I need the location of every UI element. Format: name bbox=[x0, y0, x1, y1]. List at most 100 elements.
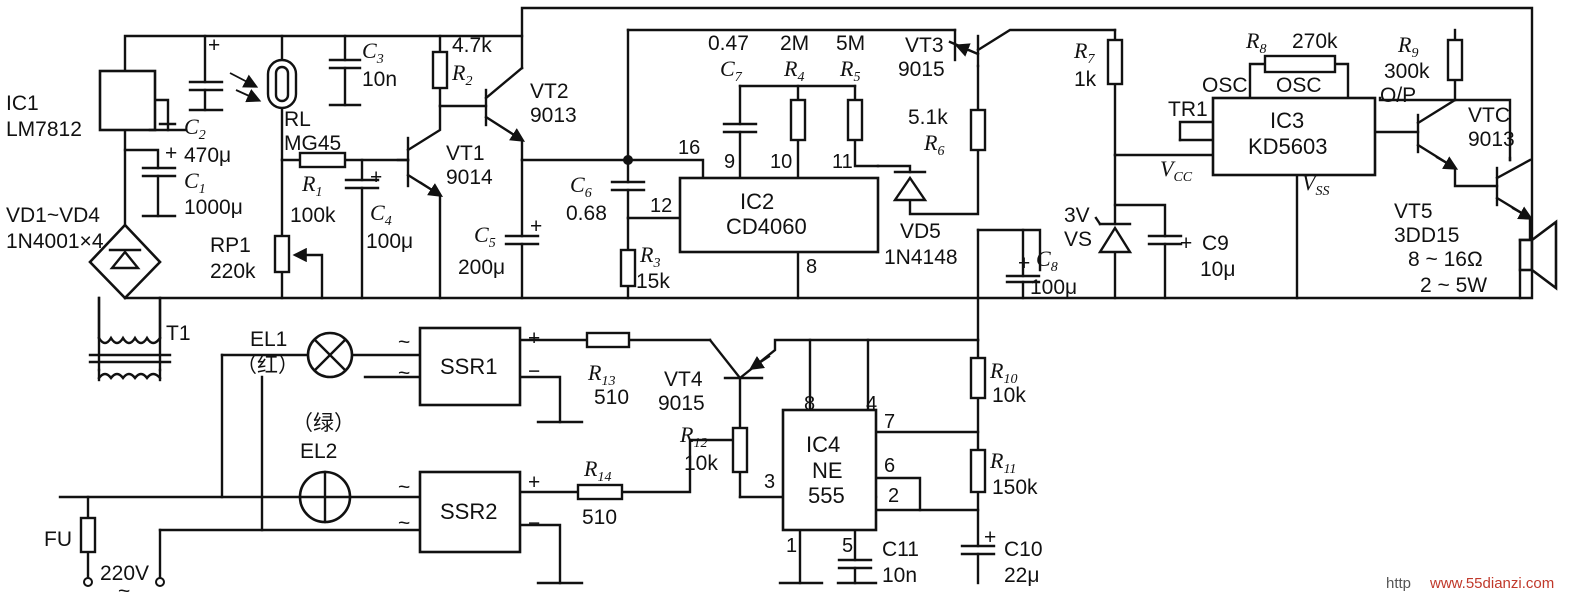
r8-val: 270k bbox=[1292, 30, 1338, 53]
r11-val: 150k bbox=[992, 476, 1038, 499]
c5-val: 200μ bbox=[458, 256, 505, 279]
c1-capacitor bbox=[141, 166, 177, 218]
c4-ref: C4 bbox=[370, 200, 392, 229]
r3-val: 15k bbox=[636, 270, 670, 293]
c8-val: 100μ bbox=[1030, 276, 1077, 299]
vs-val: 3V bbox=[1064, 204, 1090, 227]
c1-val2: 1000μ bbox=[184, 196, 243, 219]
ic4-part: NE bbox=[812, 458, 843, 483]
ground-symbols bbox=[148, 128, 878, 585]
ic2-ref: IC2 bbox=[740, 189, 774, 214]
r2-ref: R2 bbox=[451, 60, 472, 89]
speaker-pow: 2 ~ 5W bbox=[1420, 274, 1487, 297]
r7-val: 1k bbox=[1074, 68, 1097, 91]
c5-ref: C5 bbox=[474, 222, 496, 251]
c8-capacitor bbox=[1005, 274, 1041, 284]
el2-lamp bbox=[298, 470, 352, 524]
ssr1-ref: SSR1 bbox=[440, 354, 497, 379]
vt3-part: 9015 bbox=[898, 58, 945, 81]
ic4-pin4: 4 bbox=[866, 393, 877, 415]
c2-plus: + bbox=[208, 34, 220, 57]
vt5-part: 3DD15 bbox=[1394, 224, 1459, 247]
c11-ref: C11 bbox=[882, 538, 919, 561]
rl-photoresistor bbox=[229, 58, 298, 110]
ic4-pin8: 8 bbox=[804, 393, 815, 415]
ic4-pin1: 1 bbox=[786, 535, 797, 557]
c5-plus: + bbox=[530, 215, 542, 238]
c9-ref: C9 bbox=[1202, 232, 1229, 255]
el1-lamp bbox=[306, 331, 354, 379]
r13-resistor bbox=[585, 331, 631, 349]
vd5-ref: VD5 bbox=[900, 220, 941, 243]
c8-ref: C8 bbox=[1036, 246, 1058, 275]
r4-ref: R4 bbox=[783, 56, 804, 85]
r2-val: 4.7k bbox=[452, 34, 492, 57]
r9-val: 300k bbox=[1384, 60, 1430, 83]
rp1-ref: RP1 bbox=[210, 234, 251, 257]
r1-ref: R1 bbox=[301, 171, 322, 200]
ic3-osc2: OSC bbox=[1276, 74, 1322, 97]
speaker-imp: 8 ~ 16Ω bbox=[1408, 248, 1483, 271]
r7-resistor bbox=[1106, 38, 1124, 86]
rl-ref: RL bbox=[284, 108, 311, 131]
r9-ref: R9 bbox=[1397, 32, 1418, 61]
watermark-text: www.55dianzi.com bbox=[1429, 575, 1554, 592]
c4-plus: + bbox=[370, 166, 382, 189]
fu-ref: FU bbox=[44, 528, 72, 551]
r8-ref: R8 bbox=[1245, 28, 1266, 57]
watermark-prefix: http bbox=[1386, 575, 1411, 592]
c3-ref: C3 bbox=[362, 38, 384, 67]
ic1-regulator bbox=[98, 69, 157, 132]
c4-val: 100μ bbox=[366, 230, 413, 253]
ic4-pin3: 3 bbox=[764, 471, 775, 493]
ic4-pin2: 2 bbox=[888, 485, 899, 507]
vt5-ref: VT5 bbox=[1394, 200, 1433, 223]
ic1-part: LM7812 bbox=[6, 118, 82, 141]
el2-ref: EL2 bbox=[300, 440, 337, 463]
vt2-transistor bbox=[499, 125, 526, 142]
c3-capacitor bbox=[328, 58, 362, 107]
c11-val: 10n bbox=[882, 564, 917, 587]
vd5-diode bbox=[892, 170, 928, 202]
vs-ref: VS bbox=[1064, 228, 1092, 251]
vt4-transistor bbox=[723, 355, 771, 380]
r11-resistor bbox=[969, 448, 987, 494]
r4-resistor bbox=[789, 98, 807, 142]
c11-capacitor bbox=[837, 558, 873, 570]
fu-fuse bbox=[79, 516, 97, 554]
vt4-part: 9015 bbox=[658, 392, 705, 415]
c10-capacitor bbox=[960, 544, 996, 556]
vtc-ref: VTC bbox=[1468, 104, 1510, 127]
ic4-pin6: 6 bbox=[884, 455, 895, 477]
r6-val: 5.1k bbox=[908, 106, 948, 129]
ic2-pin8: 8 bbox=[806, 256, 817, 278]
ic4-part2: 555 bbox=[808, 483, 845, 508]
ic4-ref: IC4 bbox=[806, 432, 840, 457]
ic3-part: KD5603 bbox=[1248, 134, 1328, 159]
vt1-transistor bbox=[396, 158, 444, 197]
bridge-ref: VD1~VD4 bbox=[6, 204, 100, 227]
ic4-pin5: 5 bbox=[842, 535, 853, 557]
bridge-rectifier bbox=[88, 223, 162, 300]
ic3-chip bbox=[1211, 96, 1377, 177]
vt3-transistor bbox=[953, 28, 979, 62]
ic3-vss: VSS bbox=[1302, 170, 1329, 199]
c9-plus: + bbox=[1180, 232, 1192, 255]
ssr1-t2: ~ bbox=[398, 362, 410, 385]
c1-val1: 470μ bbox=[184, 144, 231, 167]
vt2-ref: VT2 bbox=[530, 80, 569, 103]
c4-capacitor bbox=[344, 178, 380, 190]
r11-ref: R11 bbox=[989, 448, 1016, 477]
r10-val: 10k bbox=[992, 384, 1026, 407]
ic3-osc1: OSC bbox=[1202, 74, 1248, 97]
r1-val: 100k bbox=[290, 204, 336, 227]
r12-resistor bbox=[731, 426, 749, 474]
ssr2-minus: − bbox=[528, 512, 540, 535]
vt3-ref: VT3 bbox=[905, 34, 944, 57]
mains-ac: ~ bbox=[118, 580, 130, 598]
c7-capacitor bbox=[722, 122, 758, 134]
vt4-ref: VT4 bbox=[664, 368, 703, 391]
ic2-pin11: 11 bbox=[832, 151, 853, 173]
r10-resistor bbox=[969, 356, 987, 400]
mains-volt: 220V bbox=[100, 562, 149, 585]
